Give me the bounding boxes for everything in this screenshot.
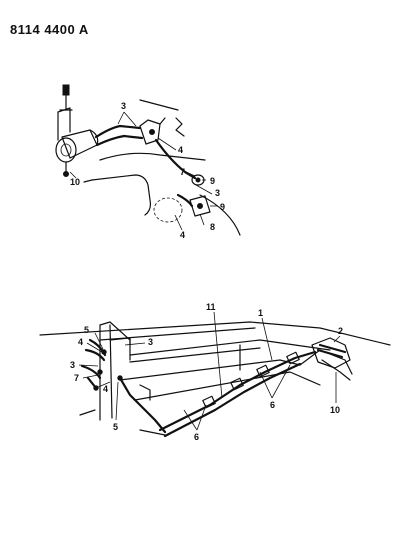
part-number-label: 8114 4400 A xyxy=(10,22,89,37)
callout: 5 xyxy=(113,422,118,432)
callout: 9 xyxy=(210,176,215,186)
callout: 4 xyxy=(180,230,185,240)
callout: 3 xyxy=(215,188,220,198)
callout: 5 xyxy=(84,325,89,335)
callout: 7 xyxy=(74,373,79,383)
bottom-view-illustration: 11 1 2 5 4 3 3 7 4 5 6 6 10 xyxy=(39,302,391,442)
body-panel xyxy=(83,99,241,236)
callout: 3 xyxy=(148,337,153,347)
callout: 11 xyxy=(206,302,216,312)
callout: 8 xyxy=(210,222,215,232)
top-callouts: 3 4 9 3 7 9 8 4 10 xyxy=(70,101,225,240)
fuel-tank-assembly xyxy=(311,337,351,381)
callout: 4 xyxy=(78,337,83,347)
valve-assembly xyxy=(139,117,197,180)
vapor-lines xyxy=(118,350,317,438)
bottom-callouts: 11 1 2 5 4 3 3 7 4 5 6 6 10 xyxy=(70,302,343,442)
canister-bracket xyxy=(57,107,71,141)
callout: 9 xyxy=(220,202,225,212)
vapor-canister xyxy=(55,129,99,177)
callout: 7 xyxy=(180,167,185,177)
frame-rails xyxy=(39,321,391,436)
callout: 3 xyxy=(70,360,75,370)
callout: 6 xyxy=(270,400,275,410)
top-leader-lines xyxy=(69,111,218,231)
callout: 3 xyxy=(121,101,126,111)
callout: 10 xyxy=(70,177,80,187)
callout: 4 xyxy=(103,384,108,394)
left-fittings xyxy=(80,337,131,391)
top-view-illustration: 3 4 9 3 7 9 8 4 10 xyxy=(55,84,241,240)
callout: 10 xyxy=(330,405,340,415)
line-clamps xyxy=(202,351,300,409)
callout: 6 xyxy=(194,432,199,442)
canister-hoses xyxy=(94,124,144,147)
callout: 2 xyxy=(338,326,343,336)
callout: 1 xyxy=(258,308,263,318)
hose-clamp-lower xyxy=(176,193,211,217)
bottom-leader-lines xyxy=(78,311,341,431)
callout: 4 xyxy=(178,145,183,155)
mounting-bolt xyxy=(59,84,73,111)
